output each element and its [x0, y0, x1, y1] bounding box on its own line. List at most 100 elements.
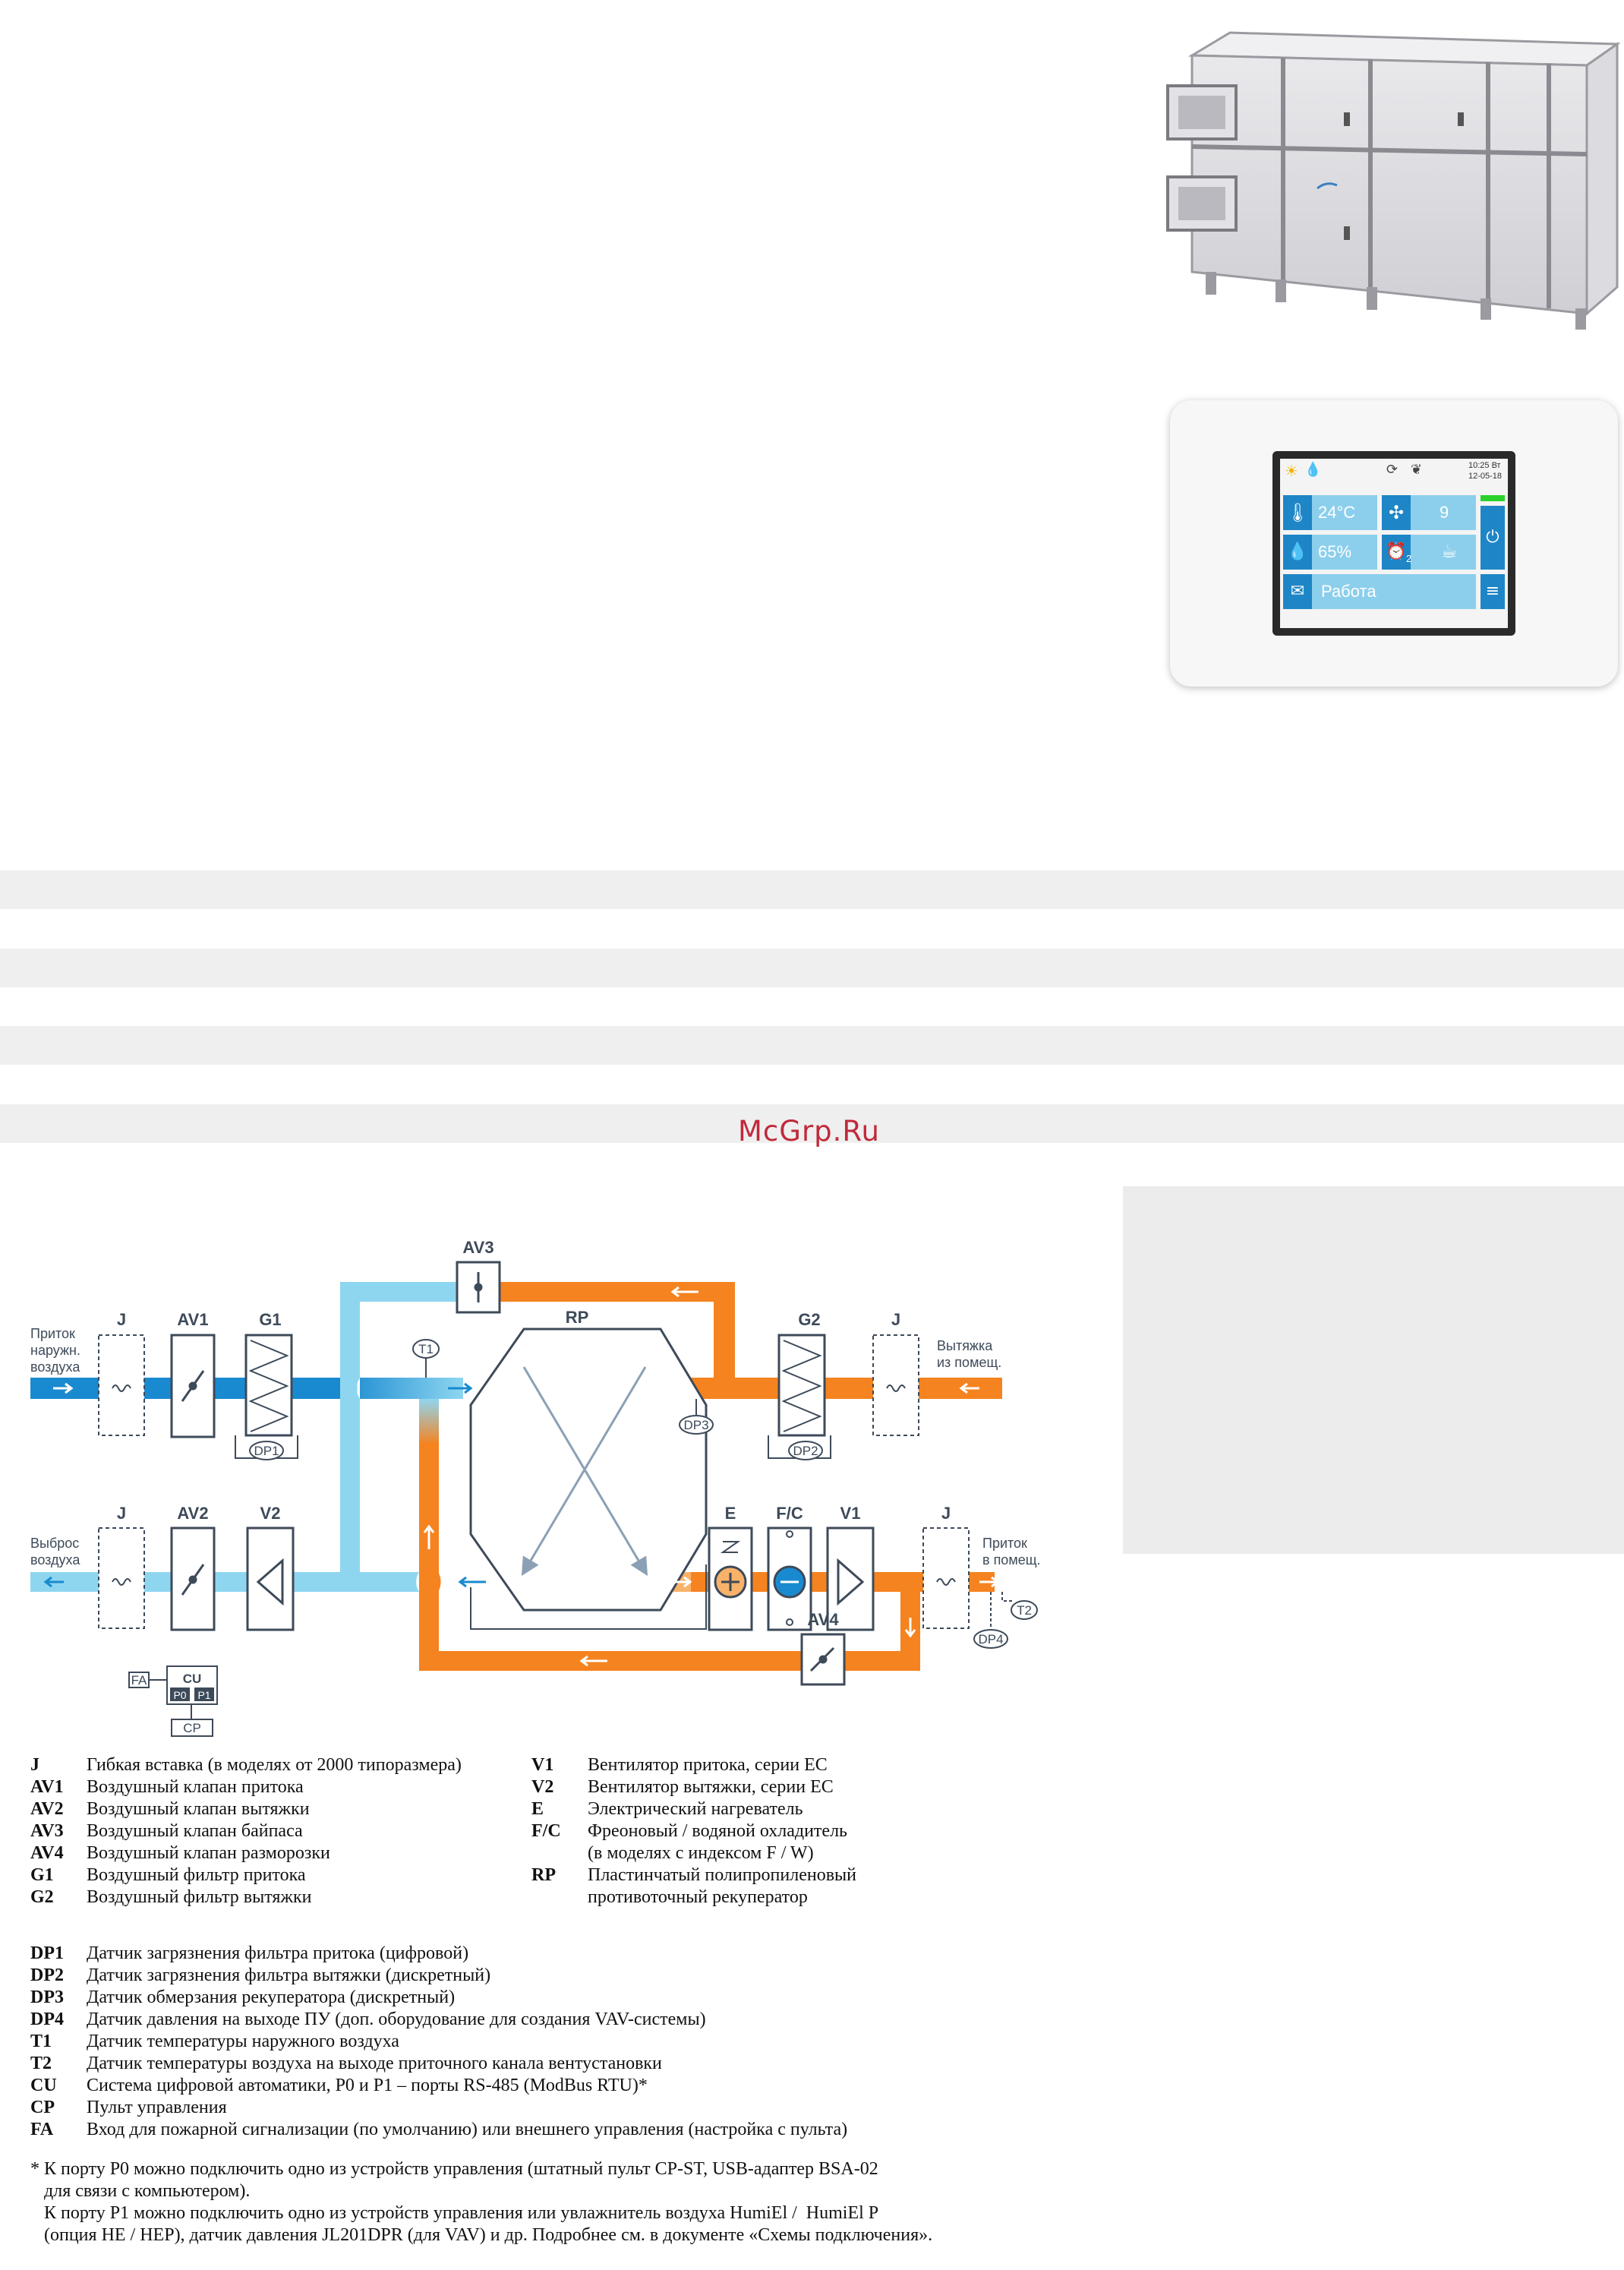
watermark: McGrp.Ru	[738, 1115, 880, 1148]
temperature-value: 24°C	[1318, 503, 1356, 522]
label-t2: T2	[1017, 1603, 1032, 1618]
label-dp1: DP1	[254, 1444, 279, 1458]
panel-screen: ☀ 💧 ⟳ ❦ 10:25 Вт 12-05-18 🌡 24°C ✣ 9 💧 6…	[1272, 451, 1515, 636]
status-text: Работа	[1321, 582, 1376, 601]
label-fa: FA	[131, 1673, 147, 1688]
label-cp: CP	[183, 1721, 201, 1735]
drops-icon: 💧	[1283, 535, 1312, 570]
humidity-tile[interactable]: 💧 65%	[1283, 535, 1377, 570]
side-panel	[1123, 1186, 1624, 1554]
timer-index: 2	[1406, 553, 1412, 564]
label-exhaust-2: воздуха	[30, 1552, 80, 1568]
label-p1: P1	[197, 1689, 210, 1701]
label-dp2: DP2	[793, 1444, 818, 1458]
fan-speed-tile[interactable]: ✣ 9	[1382, 495, 1476, 530]
footnote-line: для связи с компьютером).	[30, 2181, 251, 2201]
table-band	[0, 870, 1624, 909]
airflow-schematic: AV3 RP G2 J AV1 G1 J J AV2 V2 E F/C V1 J…	[30, 1238, 1041, 1737]
label-supply-2: в помещ.	[982, 1552, 1041, 1568]
label-supply-1: Приток	[982, 1536, 1027, 1551]
timer-tile[interactable]: ⏰ 2 ☕	[1382, 535, 1476, 570]
label-av2: AV2	[177, 1504, 208, 1523]
power-button[interactable]: ⏻	[1481, 506, 1505, 570]
legend-row: (в моделях с индексом F / W)	[588, 1843, 814, 1863]
legend-row: противоточный рекуператор	[588, 1887, 808, 1907]
label-cu: CU	[183, 1672, 202, 1686]
temperature-tile[interactable]: 🌡 24°C	[1283, 495, 1377, 530]
envelope-icon: ✉	[1283, 574, 1312, 609]
label-g1: G1	[259, 1310, 281, 1329]
label-rp: RP	[566, 1308, 589, 1327]
menu-button[interactable]: ≡	[1481, 574, 1505, 609]
recuperator-rp	[469, 1328, 708, 1612]
label-intake-1: Приток	[30, 1326, 75, 1341]
footnotes: * К порту P0 можно подключить одно из ус…	[30, 2158, 932, 2246]
label-v2: V2	[260, 1504, 281, 1523]
fan-v2	[246, 1526, 295, 1631]
rise-gradient	[419, 1399, 439, 1444]
bypass-top	[340, 1282, 469, 1302]
label-intake-2: наружн.	[30, 1343, 80, 1358]
leaf-icon: ❦	[1411, 462, 1423, 478]
label-av3: AV3	[462, 1238, 494, 1257]
exhaust-duct	[30, 1572, 425, 1592]
defrost-riser	[419, 1443, 439, 1671]
power-icon: ⏻	[1486, 528, 1499, 547]
supply-duct-to-rp	[342, 1378, 463, 1399]
humidity-drops-icon: 💧	[1304, 462, 1322, 478]
label-j-top-right: J	[891, 1310, 900, 1329]
label-extract-2: из помещ.	[937, 1355, 1001, 1370]
label-extract-1: Вытяжка	[937, 1338, 993, 1353]
humidity-value: 65%	[1318, 542, 1352, 561]
coffee-cup-icon: ☕	[1441, 541, 1458, 562]
fan-speed-value: 9	[1440, 503, 1449, 522]
label-p0: P0	[173, 1689, 186, 1701]
label-j-top-left: J	[117, 1310, 126, 1329]
table-band	[0, 1026, 1624, 1065]
sun-icon: ☀	[1285, 462, 1298, 480]
footnote-line: * К порту P0 можно подключить одно из ус…	[30, 2159, 878, 2179]
label-dp3: DP3	[683, 1418, 708, 1432]
label-e: E	[725, 1504, 736, 1523]
thermometer-icon: 🌡	[1283, 495, 1312, 530]
label-j-bottom-left: J	[117, 1504, 126, 1523]
label-t1: T1	[418, 1342, 434, 1356]
label-av4: AV4	[807, 1610, 839, 1629]
label-intake-3: воздуха	[30, 1359, 80, 1375]
label-exhaust-1: Выброс	[30, 1536, 79, 1551]
label-v1: V1	[840, 1504, 861, 1523]
label-av1: AV1	[177, 1310, 208, 1329]
table-band	[0, 1104, 1624, 1143]
control-panel-image: ☀ 💧 ⟳ ❦ 10:25 Вт 12-05-18 🌡 24°C ✣ 9 💧 6…	[1170, 400, 1618, 687]
footnote-line: (опция HE / HEP), датчик давления JL201D…	[30, 2225, 933, 2245]
status-tile[interactable]: ✉ Работа	[1283, 574, 1476, 609]
clock-date: 12-05-18	[1468, 472, 1503, 481]
air-handling-unit-image	[1166, 31, 1621, 330]
label-j-bottom-right: J	[941, 1504, 951, 1523]
label-fc: F/C	[776, 1504, 803, 1523]
menu-icon: ≡	[1485, 582, 1500, 601]
